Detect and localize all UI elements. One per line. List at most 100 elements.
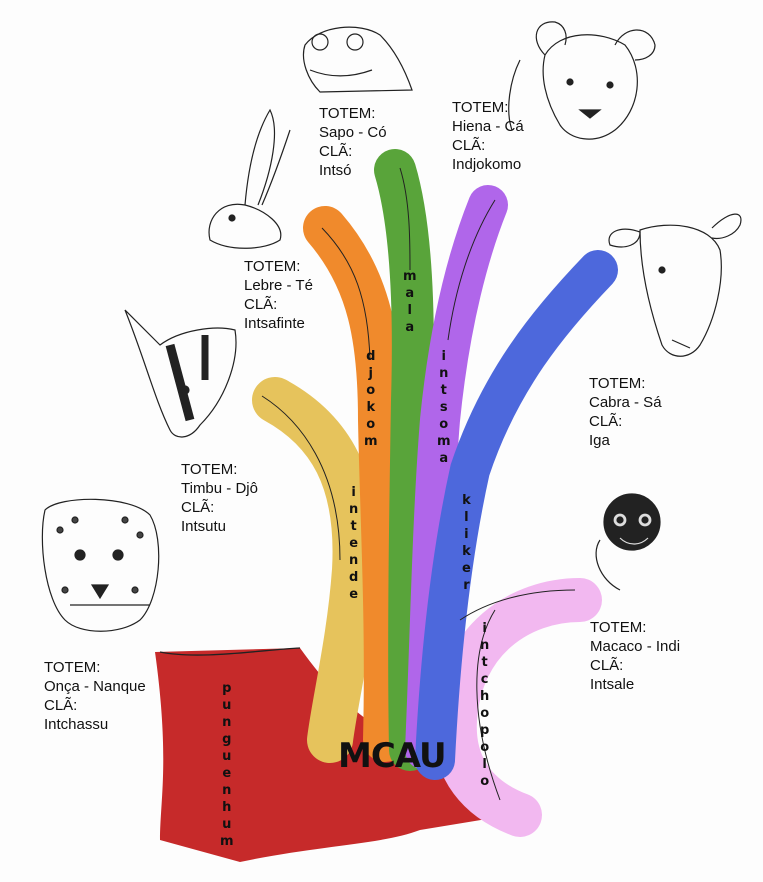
clan-heading: CLÃ: xyxy=(452,136,524,155)
totem-label-timbu: TOTEM: Timbu - Djô CLÃ: Intsutu xyxy=(181,460,258,536)
clan-name: Indjokomo xyxy=(452,155,524,174)
branch-letter: o xyxy=(480,739,489,756)
totem-name: Sapo - Có xyxy=(319,123,387,142)
branch-letter: c xyxy=(481,671,489,688)
branch-letter: o xyxy=(439,416,448,433)
totem-heading: TOTEM: xyxy=(181,460,258,479)
jaguar-sketch-icon xyxy=(42,499,158,631)
branch-letter: a xyxy=(405,319,414,336)
opossum-sketch-icon xyxy=(125,310,236,437)
hyena-sketch-icon xyxy=(509,22,655,139)
branch-letter: k xyxy=(462,543,471,560)
totem-heading: TOTEM: xyxy=(244,257,313,276)
branch-letter: e xyxy=(462,560,471,577)
branch-letter: i xyxy=(464,526,468,543)
branch-letter: u xyxy=(222,748,231,765)
hare-sketch-icon xyxy=(209,110,290,248)
clan-heading: CLÃ: xyxy=(181,498,258,517)
branch-letter: i xyxy=(351,484,355,501)
branch-letter: t xyxy=(482,654,488,671)
branch-letter: l xyxy=(464,509,468,526)
root-label: MCAU xyxy=(338,736,446,776)
branch-letter: j xyxy=(369,365,373,382)
branch-letter: p xyxy=(480,722,489,739)
branch-letter: e xyxy=(222,765,231,782)
clan-name: Intsafinte xyxy=(244,314,313,333)
clan-heading: CLÃ: xyxy=(590,656,680,675)
totem-name: Hiena - Cá xyxy=(452,117,524,136)
totem-heading: TOTEM: xyxy=(319,104,387,123)
branch-letter: m xyxy=(364,433,378,450)
branch-letter: m xyxy=(220,833,234,850)
branch-letter: n xyxy=(480,637,489,654)
branch-letter: u xyxy=(222,697,231,714)
totem-label-macaco: TOTEM: Macaco - Indi CLÃ: Intsale xyxy=(590,618,680,694)
clan-heading: CLÃ: xyxy=(589,412,662,431)
branch-letter: t xyxy=(441,382,447,399)
branch-letter: g xyxy=(222,731,231,748)
branch-letter: r xyxy=(463,577,469,594)
totem-heading: TOTEM: xyxy=(590,618,680,637)
totem-name: Cabra - Sá xyxy=(589,393,662,412)
clan-name: Intsale xyxy=(590,675,680,694)
branch-letter: n xyxy=(349,552,358,569)
branch-letter: m xyxy=(403,268,417,285)
branch-letter: n xyxy=(349,501,358,518)
branch-letter: h xyxy=(222,799,231,816)
goat-sketch-icon xyxy=(609,214,741,356)
branch-letter: n xyxy=(222,782,231,799)
clan-heading: CLÃ: xyxy=(319,142,387,161)
totem-name: Macaco - Indi xyxy=(590,637,680,656)
branch-letter: o xyxy=(480,773,489,790)
clan-name: Intchassu xyxy=(44,715,146,734)
branch-letter: s xyxy=(440,399,448,416)
totem-label-sapo: TOTEM: Sapo - Có CLÃ: Intsó xyxy=(319,104,387,180)
frog-sketch-icon xyxy=(303,27,412,92)
monkey-sketch-icon xyxy=(596,494,660,590)
branch-letter: e xyxy=(349,535,358,552)
totem-name: Onça - Nanque xyxy=(44,677,146,696)
branch-letter: i xyxy=(442,348,446,365)
branch-letter: d xyxy=(366,348,375,365)
branch-letter: o xyxy=(366,382,375,399)
branch-letter: m xyxy=(437,433,451,450)
totem-label-hiena: TOTEM: Hiena - Cá CLÃ: Indjokomo xyxy=(452,98,524,174)
clan-heading: CLÃ: xyxy=(44,696,146,715)
branch-letter: k xyxy=(462,492,471,509)
branch-letter: h xyxy=(480,688,489,705)
branch-letter: n xyxy=(222,714,231,731)
branch-letter: k xyxy=(366,399,375,416)
branch-letter: l xyxy=(482,756,486,773)
clan-heading: CLÃ: xyxy=(244,295,313,314)
totem-name: Lebre - Té xyxy=(244,276,313,295)
branch-letter: p xyxy=(222,680,231,697)
branch-letter: o xyxy=(480,705,489,722)
clan-name: Intsó xyxy=(319,161,387,180)
totem-heading: TOTEM: xyxy=(452,98,524,117)
branch-letter: i xyxy=(482,620,486,637)
branch-letter: u xyxy=(222,816,231,833)
totem-label-onca: TOTEM: Onça - Nanque CLÃ: Intchassu xyxy=(44,658,146,734)
branch-letter: d xyxy=(349,569,358,586)
branch-letter: a xyxy=(405,285,414,302)
totem-label-cabra: TOTEM: Cabra - Sá CLÃ: Iga xyxy=(589,374,662,450)
branch-letter: t xyxy=(351,518,357,535)
clan-name: Intsutu xyxy=(181,517,258,536)
branch-intchopolo xyxy=(455,600,580,815)
totem-label-lebre: TOTEM: Lebre - Té CLÃ: Intsafinte xyxy=(244,257,313,333)
branch-letter: e xyxy=(349,586,358,603)
branch-letter: l xyxy=(408,302,412,319)
branch-letter: o xyxy=(366,416,375,433)
branch-letter: a xyxy=(439,450,448,467)
totem-heading: TOTEM: xyxy=(44,658,146,677)
totem-heading: TOTEM: xyxy=(589,374,662,393)
totem-name: Timbu - Djô xyxy=(181,479,258,498)
